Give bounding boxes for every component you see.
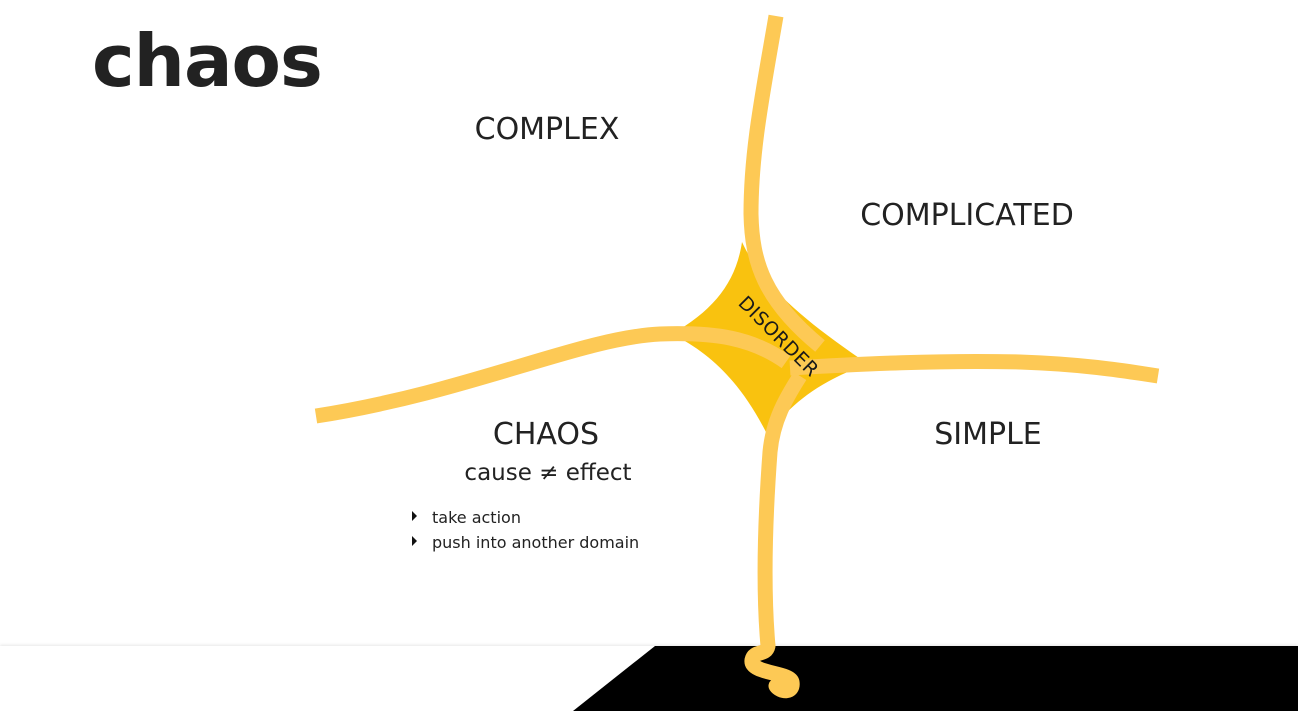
- chaos-bullet-list: take action push into another domain: [410, 506, 639, 556]
- domain-label-chaos: CHAOS: [492, 417, 600, 452]
- boundary-right: [789, 353, 1160, 384]
- domain-label-simple: SIMPLE: [934, 417, 1042, 452]
- domain-label-complicated: COMPLICATED: [860, 198, 1074, 233]
- boundary-left: [314, 326, 791, 424]
- black-corner-band: [573, 646, 1298, 711]
- chaos-subtitle: cause ≠ effect: [464, 460, 632, 486]
- bullet-triangle-icon: [412, 511, 417, 521]
- page-title: chaos: [92, 19, 323, 103]
- domain-label-complex: COMPLEX: [474, 112, 620, 147]
- list-item: push into another domain: [410, 531, 639, 556]
- boundary-top: [743, 14, 825, 352]
- cliff-curl-icon: [744, 638, 800, 699]
- bullet-text: push into another domain: [432, 533, 640, 552]
- bullet-triangle-icon: [412, 536, 417, 546]
- list-item: take action: [410, 506, 639, 531]
- boundary-bottom: [757, 371, 807, 647]
- disorder-region: [672, 242, 868, 436]
- bullet-text: take action: [432, 508, 521, 527]
